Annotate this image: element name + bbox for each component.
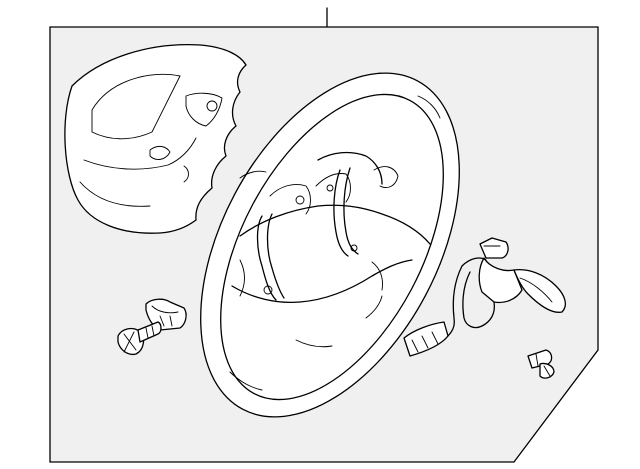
switch-wiring-harness[interactable] bbox=[403, 237, 567, 357]
steering-wheel[interactable] bbox=[147, 30, 512, 460]
small-screw[interactable] bbox=[527, 349, 555, 379]
airbag-cover[interactable] bbox=[64, 43, 247, 234]
mounting-bolt[interactable] bbox=[117, 321, 162, 356]
